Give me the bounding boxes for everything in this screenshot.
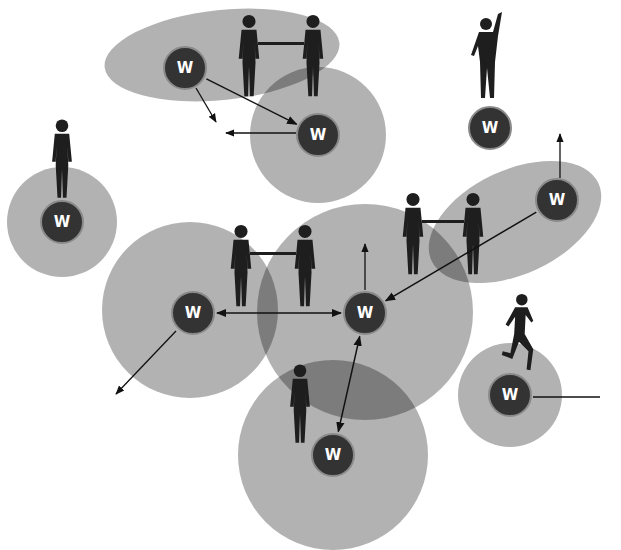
- motion-arrow: [116, 331, 176, 394]
- range-circle: [7, 167, 117, 277]
- w-node: W: [163, 46, 207, 90]
- document-bar: [250, 252, 296, 255]
- w-node: W: [40, 200, 84, 244]
- link-arrow: [206, 79, 296, 124]
- node-label: W: [549, 193, 566, 208]
- person-silhouette: [303, 15, 324, 96]
- w-node: W: [488, 373, 532, 417]
- node-label: W: [502, 388, 519, 403]
- link-arrow: [338, 336, 359, 431]
- w-node: W: [343, 291, 387, 335]
- node-label: W: [325, 448, 342, 463]
- person-silhouette: [463, 193, 484, 274]
- node-label: W: [54, 215, 71, 230]
- range-circle: [102, 222, 278, 398]
- person-silhouette: [295, 225, 316, 306]
- range-circle: [458, 343, 562, 447]
- w-node: W: [535, 178, 579, 222]
- node-label: W: [185, 306, 202, 321]
- motion-arrow: [226, 132, 296, 133]
- w-node: W: [171, 291, 215, 335]
- w-node: W: [468, 106, 512, 150]
- range-circle: [238, 360, 428, 550]
- node-label: W: [357, 306, 374, 321]
- person-silhouette: [52, 119, 72, 197]
- person-silhouette: [403, 193, 424, 274]
- w-node: W: [311, 433, 355, 477]
- document-bar: [422, 220, 464, 223]
- node-label: W: [482, 121, 499, 136]
- w-node: W: [296, 113, 340, 157]
- node-label: W: [310, 128, 327, 143]
- motion-arrow: [364, 244, 365, 290]
- document-bar: [258, 42, 304, 45]
- node-label: W: [177, 61, 194, 76]
- motion-line: [533, 396, 600, 397]
- link-arrow: [386, 212, 537, 301]
- person-silhouette: [502, 294, 534, 370]
- person-silhouette: [290, 364, 310, 442]
- person-silhouette: [239, 15, 260, 96]
- person-silhouette: [471, 12, 502, 98]
- motion-arrow: [196, 88, 216, 122]
- person-silhouette: [231, 225, 252, 306]
- link-arrow: [217, 312, 341, 314]
- motion-arrow: [559, 134, 560, 178]
